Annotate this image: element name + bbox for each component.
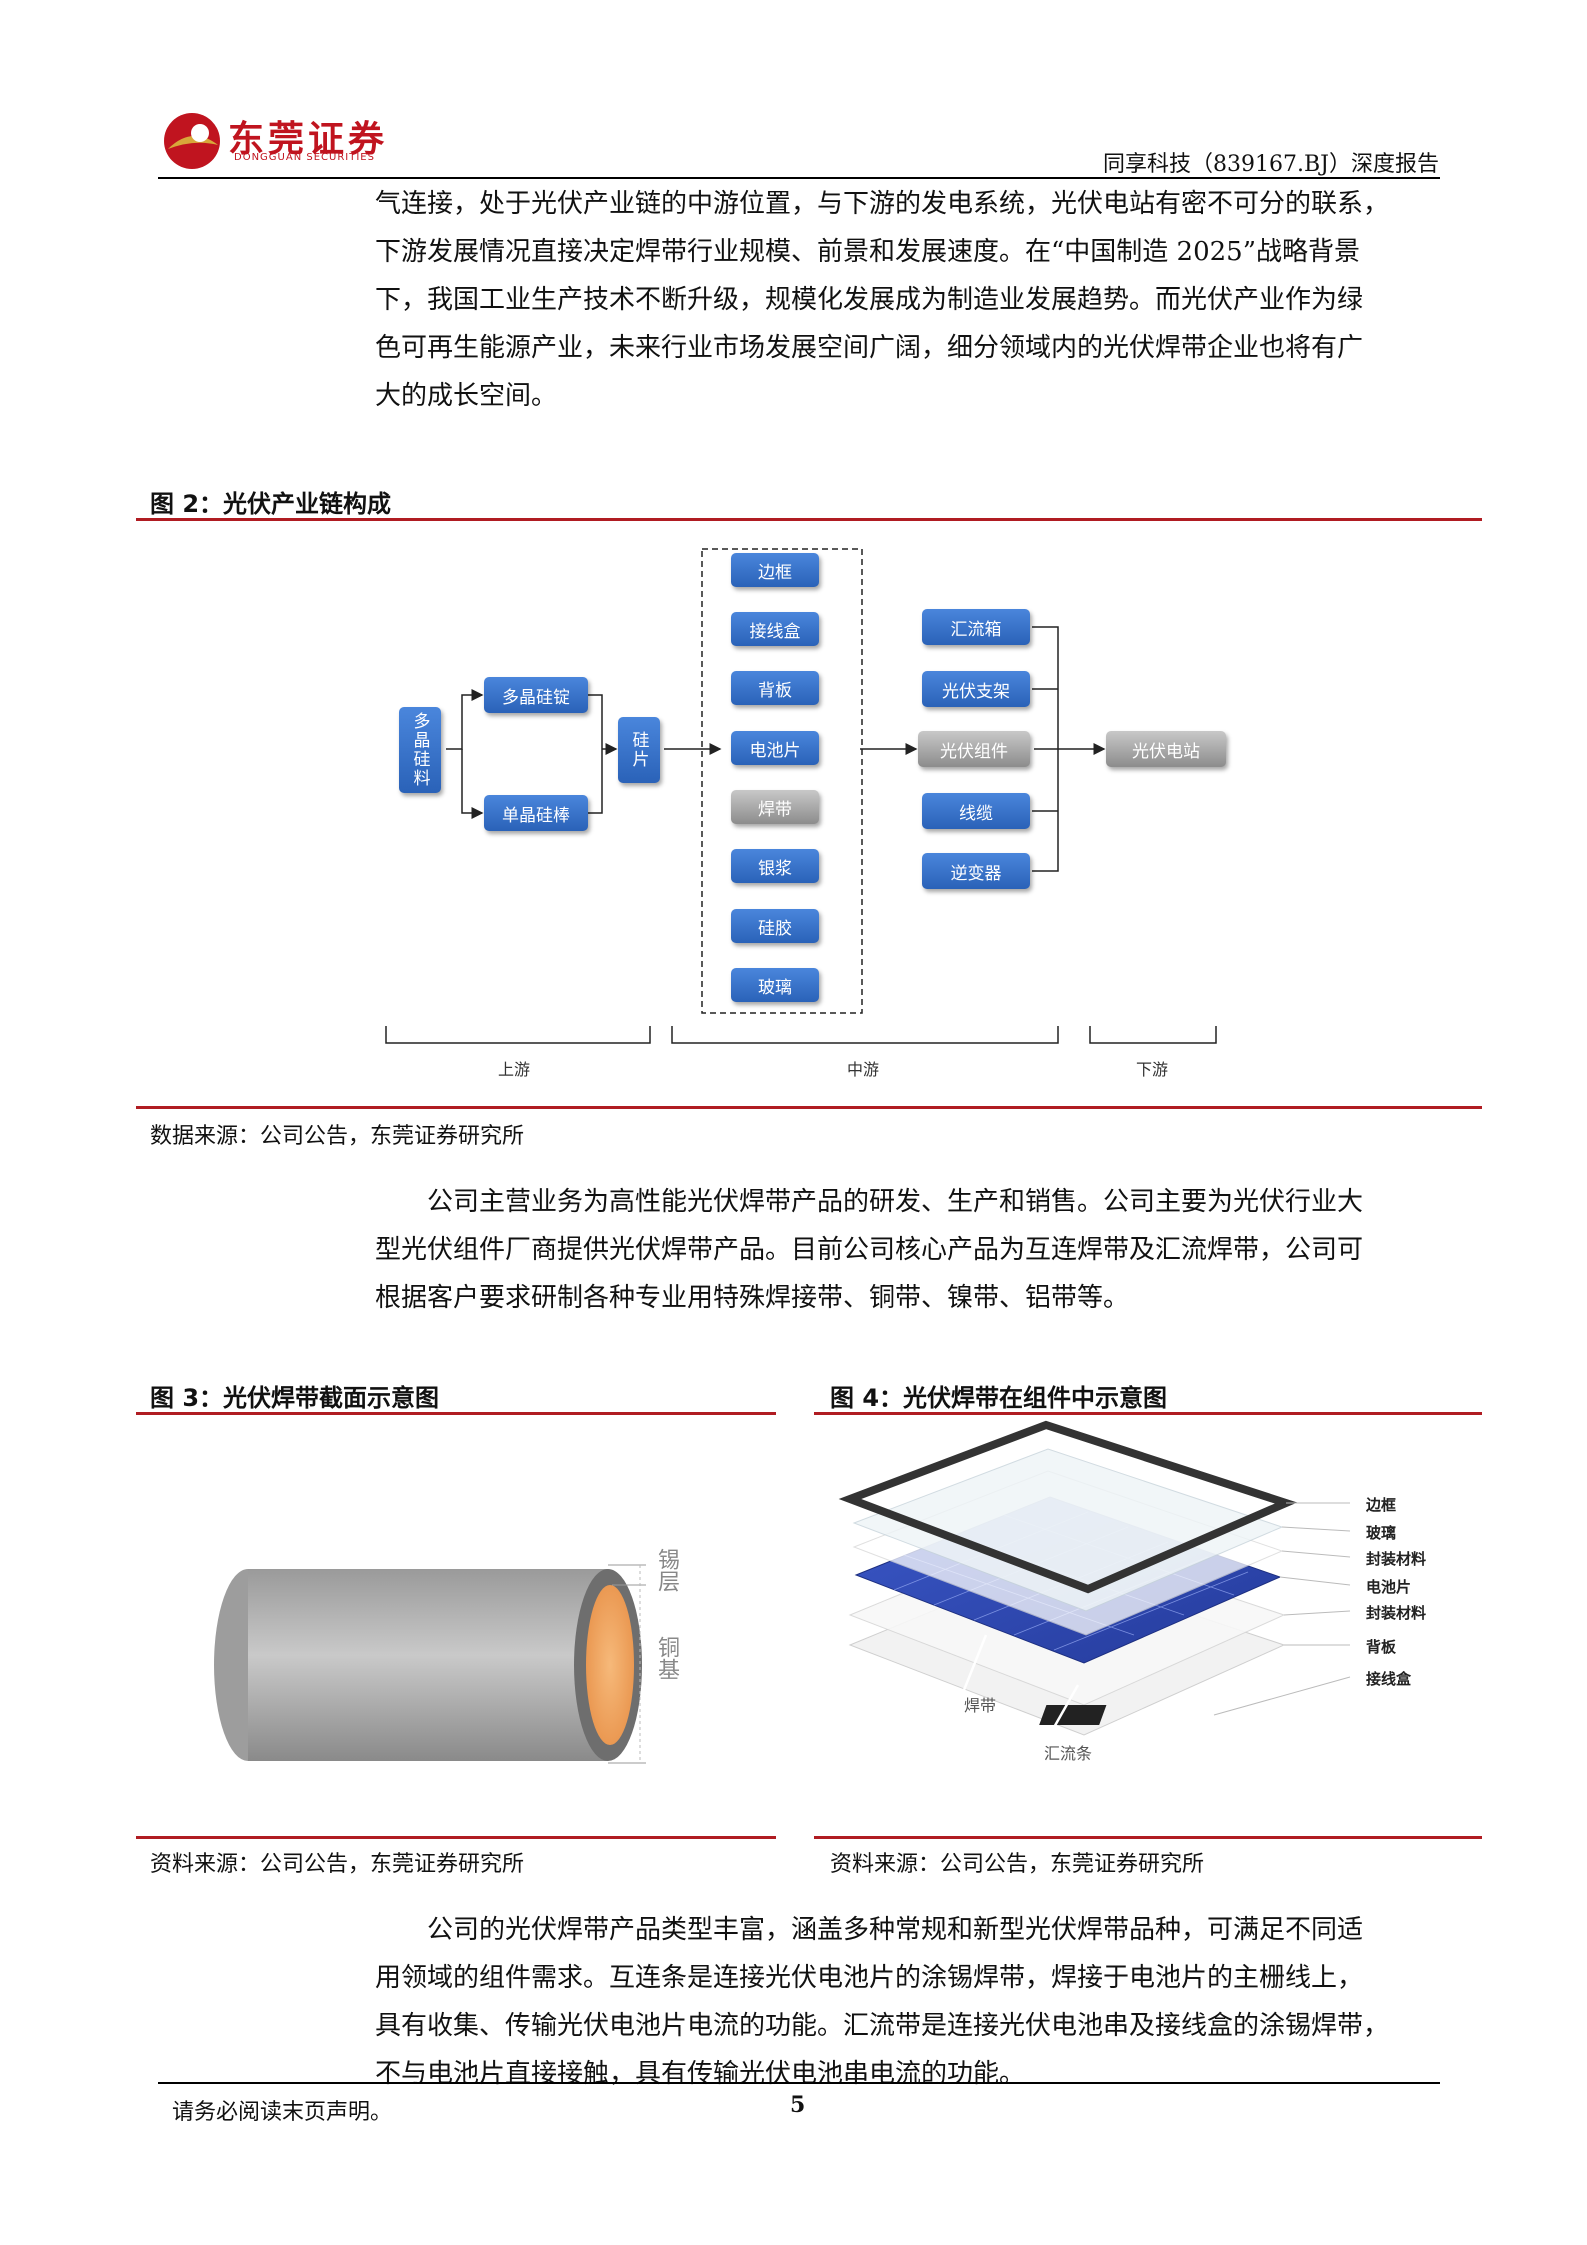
label-copper-base: 铜基 — [654, 1636, 679, 1680]
layer-label-encapsulant-lower: 封装材料 — [1366, 1604, 1427, 1622]
paragraph-line: 公司的光伏焊带产品类型丰富，涵盖多种常规和新型光伏焊带品种，可满足不同适 — [427, 1915, 1364, 1945]
paragraph-line: 色可再生能源产业，未来行业市场发展空间广阔，细分领域内的光伏焊带企业也将有广 — [375, 333, 1364, 363]
paragraph-line: 公司主营业务为高性能光伏焊带产品的研发、生产和销售。公司主要为光伏行业大 — [427, 1187, 1364, 1217]
layer-label-junction-box: 接线盒 — [1366, 1670, 1412, 1688]
layer-label-backsheet: 背板 — [1366, 1638, 1397, 1656]
node-inverter: 逆变器 — [922, 853, 1030, 889]
paragraph-line: 具有收集、传输光伏电池片电流的功能。汇流带是连接光伏电池串及接线盒的涂锡焊带， — [375, 2011, 1390, 2041]
node-polysilicon-ingot: 多晶硅锭 — [484, 677, 588, 713]
brand-name-cn: 东莞证券 — [228, 118, 389, 160]
node-silicone: 硅胶 — [731, 909, 819, 943]
node-backsheet: 背板 — [731, 671, 819, 705]
module-exploded-illustration — [838, 1420, 1351, 1746]
paragraph-line: 下游发展情况直接决定焊带行业规模、前景和发展速度。在“中国制造 2025”战略背… — [375, 237, 1361, 267]
brand-name-en: DONGGUAN SECURITIES — [234, 152, 375, 163]
label-tin-layer: 锡层 — [654, 1548, 679, 1592]
node-monosilicon-rod: 单晶硅棒 — [484, 795, 588, 831]
footer-rule — [158, 2082, 1440, 2084]
figure-4-source: 资料来源：公司公告，东莞证券研究所 — [830, 1852, 1205, 1877]
figure-3-caption: 图 3：光伏焊带截面示意图 — [150, 1384, 440, 1412]
layer-label-encapsulant-upper: 封装材料 — [1366, 1550, 1427, 1568]
ribbon-cross-section-illustration — [214, 1564, 646, 1764]
figure-4-caption: 图 4：光伏焊带在组件中示意图 — [830, 1384, 1168, 1412]
figure-4-bottom-rule — [814, 1836, 1482, 1839]
paragraph-line: 用领域的组件需求。互连条是连接光伏电池片的涂锡焊带，焊接于电池片的主栅线上， — [375, 1963, 1364, 1993]
figure-3-top-rule — [136, 1412, 776, 1415]
node-solar-cell: 电池片 — [731, 731, 819, 765]
figure-4-top-rule — [814, 1412, 1482, 1415]
industry-chain-diagram: 多晶硅料 多晶硅锭 单晶硅棒 硅片 边框 接线盒 背板 电池片 焊带 银浆 硅胶… — [136, 521, 1482, 1107]
paragraph-1: 气连接，处于光伏产业链的中游位置，与下游的发电系统，光伏电站有密不可分的联系， … — [375, 180, 1440, 420]
label-ribbon: 焊带 — [964, 1696, 997, 1715]
node-pv-module: 光伏组件 — [918, 731, 1030, 767]
figure-2-top-rule — [136, 518, 1482, 521]
brand-logo — [164, 113, 220, 169]
figure-2-caption: 图 2：光伏产业链构成 — [150, 490, 392, 518]
node-glass: 玻璃 — [731, 968, 819, 1002]
node-silver-paste: 银浆 — [731, 849, 819, 883]
paragraph-line: 气连接，处于光伏产业链的中游位置，与下游的发电系统，光伏电站有密不可分的联系， — [375, 189, 1390, 219]
stage-downstream: 下游 — [1136, 1060, 1169, 1079]
layer-label-glass: 玻璃 — [1366, 1524, 1397, 1542]
paragraph-2: 公司主营业务为高性能光伏焊带产品的研发、生产和销售。公司主要为光伏行业大 型光伏… — [375, 1178, 1440, 1322]
stage-midstream: 中游 — [847, 1060, 880, 1079]
paragraph-line: 不与电池片直接接触，具有传输光伏电池串电流的功能。 — [375, 2059, 1026, 2089]
paragraph-line: 型光伏组件厂商提供光伏焊带产品。目前公司核心产品为互连焊带及汇流焊带，公司可 — [375, 1235, 1364, 1265]
stage-upstream: 上游 — [498, 1060, 531, 1079]
label-busbar: 汇流条 — [1044, 1744, 1093, 1763]
layer-label-frame: 边框 — [1366, 1496, 1397, 1514]
layer-label-cell: 电池片 — [1366, 1578, 1412, 1596]
figure-2-bottom-rule — [136, 1106, 1482, 1109]
figure-3-source: 资料来源：公司公告，东莞证券研究所 — [150, 1852, 525, 1877]
diagram-connectors — [385, 548, 1217, 1044]
node-frame: 边框 — [731, 553, 819, 587]
page-number: 5 — [790, 2092, 806, 2118]
node-pv-bracket: 光伏支架 — [922, 671, 1030, 707]
figure-3-bottom-rule — [136, 1836, 776, 1839]
footer-disclaimer-note: 请务必阅读末页声明。 — [172, 2100, 393, 2125]
report-title: 同享科技（839167.BJ）深度报告 — [1103, 152, 1439, 177]
figure-2-source: 数据来源：公司公告，东莞证券研究所 — [150, 1124, 525, 1149]
header-rule — [158, 177, 1440, 179]
paragraph-line: 大的成长空间。 — [375, 381, 558, 411]
node-combiner-box: 汇流箱 — [922, 609, 1030, 645]
node-junction-box: 接线盒 — [731, 612, 819, 646]
paragraph-3: 公司的光伏焊带产品类型丰富，涵盖多种常规和新型光伏焊带品种，可满足不同适 用领域… — [375, 1906, 1440, 2098]
node-polysilicon-material: 多晶硅料 — [399, 707, 441, 793]
paragraph-line: 根据客户要求研制各种专业用特殊焊接带、铜带、镍带、铝带等。 — [375, 1283, 1130, 1313]
paragraph-line: 下，我国工业生产技术不断升级，规模化发展成为制造业发展趋势。而光伏产业作为绿 — [375, 285, 1364, 315]
node-silicon-wafer: 硅片 — [618, 717, 660, 783]
node-pv-station: 光伏电站 — [1106, 731, 1226, 767]
node-solder-ribbon: 焊带 — [731, 790, 819, 824]
node-cable: 线缆 — [922, 793, 1030, 829]
